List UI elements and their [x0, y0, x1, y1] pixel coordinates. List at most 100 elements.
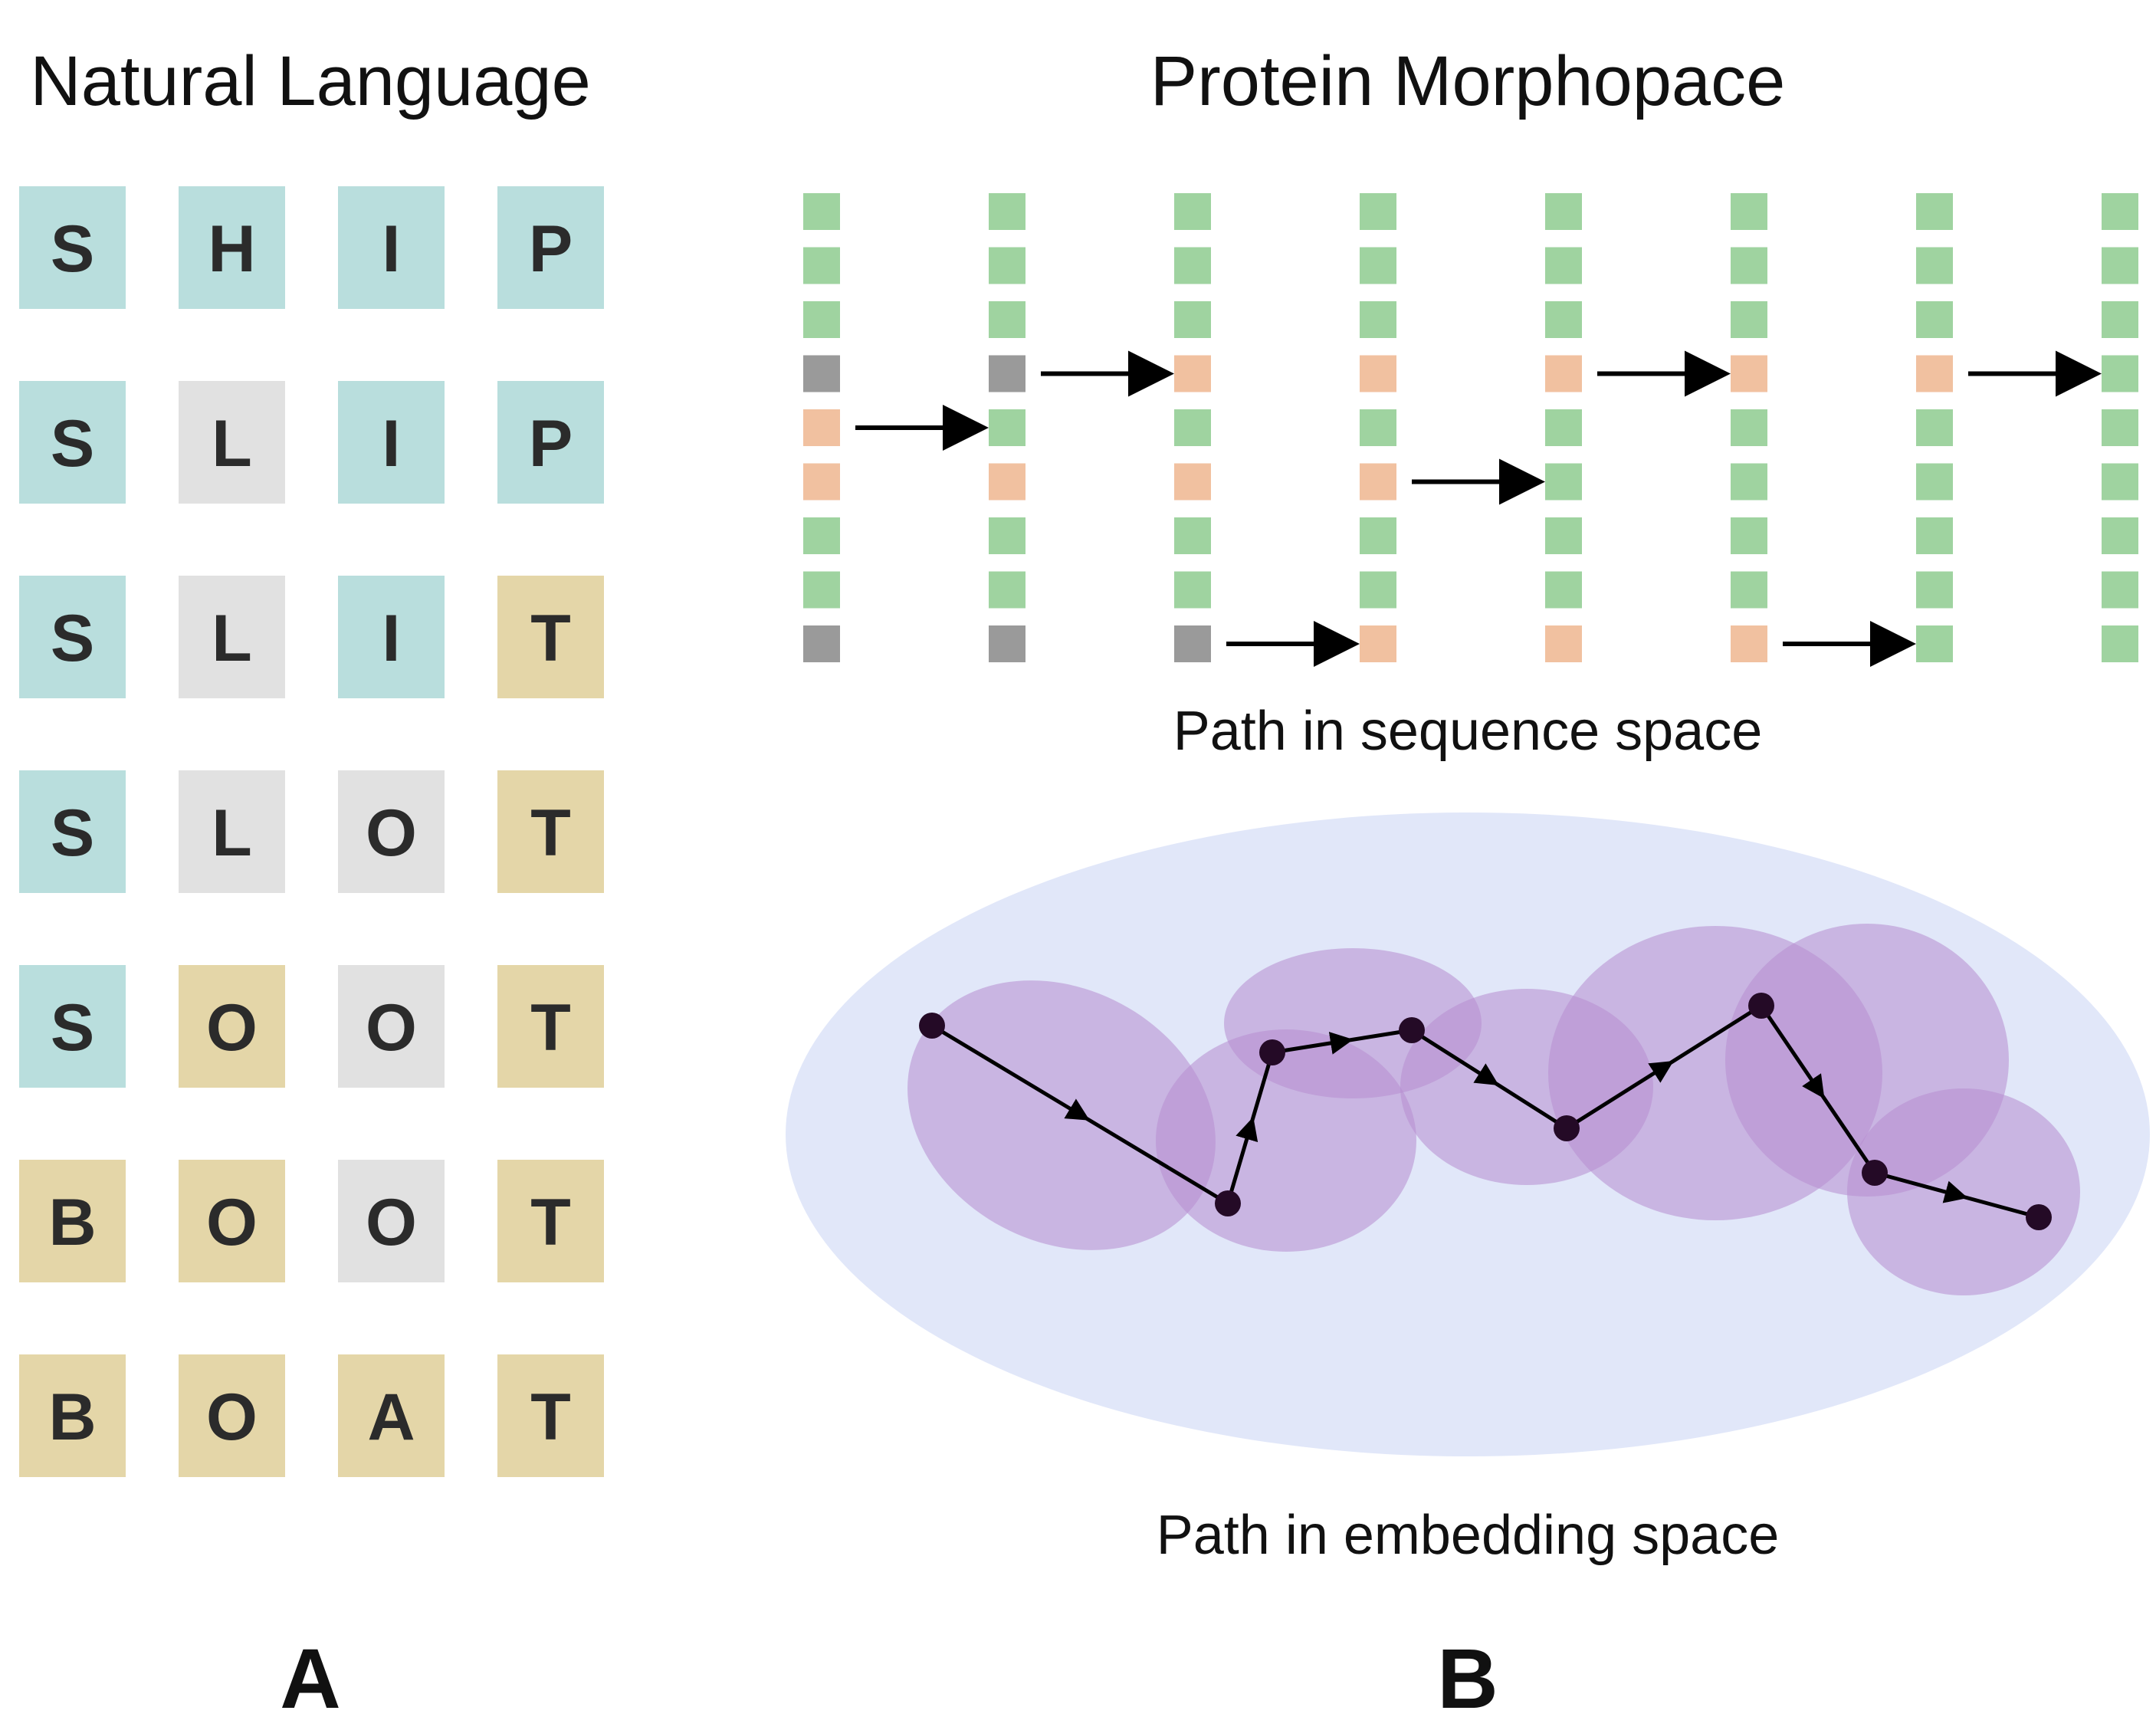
letter-cell-text: A — [367, 1380, 415, 1454]
embedding-path — [919, 993, 2052, 1230]
residue-square — [1916, 409, 1953, 446]
path-segment — [1565, 1003, 1763, 1131]
letter-cell-text: H — [208, 212, 255, 286]
residue-square — [1731, 355, 1767, 392]
panel-a-label: A — [280, 1632, 340, 1717]
letter-cell-text: P — [529, 407, 573, 481]
letter-cell: S — [19, 186, 126, 309]
letter-cell-text: O — [366, 1186, 417, 1259]
residue-square — [989, 517, 1025, 554]
letter-cell-text: P — [529, 212, 573, 286]
residue-square — [803, 571, 840, 609]
embedding-node — [1554, 1115, 1580, 1141]
residue-square — [989, 409, 1025, 446]
embedding-node — [1399, 1017, 1425, 1043]
letter-cell: L — [179, 381, 285, 504]
residue-square — [1731, 193, 1767, 230]
letter-cell-text: S — [51, 212, 94, 286]
letter-cell-bg — [19, 1354, 126, 1477]
residue-square — [803, 247, 840, 284]
letter-cell-bg — [19, 186, 126, 309]
residue-square — [1731, 625, 1767, 662]
residue-square — [1545, 571, 1582, 609]
letter-cell-bg — [179, 186, 285, 309]
residue-square — [2102, 625, 2138, 662]
embedding-node — [2026, 1204, 2052, 1230]
letter-cell: T — [497, 965, 604, 1088]
panel-b-label: B — [1437, 1632, 1498, 1717]
residue-square — [2102, 463, 2138, 501]
mutation-arrows — [855, 350, 2102, 667]
residue-square — [1731, 247, 1767, 284]
residue-square — [989, 247, 1025, 284]
letter-cell-bg — [19, 381, 126, 504]
letter-cell: H — [179, 186, 285, 309]
letter-cell-bg — [497, 770, 604, 893]
residue-square — [989, 571, 1025, 609]
letter-cell: A — [338, 1354, 445, 1477]
letter-cell: I — [338, 576, 445, 698]
letter-cell-bg — [179, 576, 285, 698]
residue-square — [1731, 517, 1767, 554]
letter-cell: S — [19, 965, 126, 1088]
panel-a-title: Natural Language — [30, 42, 590, 120]
letter-cell-bg — [338, 965, 445, 1088]
cluster-1 — [907, 980, 1216, 1250]
residue-square — [803, 517, 840, 554]
letter-cell-text: L — [212, 796, 252, 870]
residue-square — [989, 463, 1025, 501]
residue-square — [1731, 463, 1767, 501]
letter-cell: L — [179, 576, 285, 698]
residue-square — [1545, 301, 1582, 338]
letter-cell-bg — [338, 186, 445, 309]
residue-square — [989, 355, 1025, 392]
letter-cell-bg — [179, 1160, 285, 1282]
path-segment — [1226, 1052, 1275, 1204]
letter-cell: S — [19, 381, 126, 504]
residue-square — [803, 193, 840, 230]
letter-cell: L — [179, 770, 285, 893]
panel-b-title: Protein Morphopace — [1150, 42, 1786, 120]
residue-square — [803, 409, 840, 446]
residue-square — [803, 625, 840, 662]
letter-cell-text: I — [382, 602, 401, 675]
residue-square — [1174, 571, 1211, 609]
letter-cell: P — [497, 186, 604, 309]
letter-cell-text: S — [51, 796, 94, 870]
residue-square — [1731, 409, 1767, 446]
letter-cell-text: S — [51, 602, 94, 675]
letter-cell-text: S — [51, 991, 94, 1065]
embedding-node — [1215, 1190, 1241, 1216]
embedding-node — [1259, 1039, 1285, 1065]
letter-cell-bg — [19, 1160, 126, 1282]
letter-cell: I — [338, 186, 445, 309]
residue-square — [803, 355, 840, 392]
letter-cell: T — [497, 770, 604, 893]
residue-square — [1360, 463, 1396, 501]
letter-cell: S — [19, 770, 126, 893]
residue-square — [1174, 625, 1211, 662]
letter-cell-text: T — [530, 1380, 571, 1454]
letter-cell-text: O — [366, 991, 417, 1065]
sequence-space-grid — [803, 193, 2138, 662]
letter-cell: S — [19, 576, 126, 698]
letter-cell: P — [497, 381, 604, 504]
residue-square — [1916, 301, 1953, 338]
residue-square — [1731, 301, 1767, 338]
letter-cell-text: O — [206, 1186, 258, 1259]
residue-square — [1174, 247, 1211, 284]
cluster-7 — [1847, 1088, 2080, 1295]
residue-square — [1545, 409, 1582, 446]
residue-square — [1360, 193, 1396, 230]
residue-square — [989, 625, 1025, 662]
letter-cell-text: O — [206, 1380, 258, 1454]
embedding-node — [1748, 993, 1774, 1019]
path-segment — [1759, 1004, 1877, 1174]
residue-square — [1545, 463, 1582, 501]
letter-cell-text: I — [382, 407, 401, 481]
embedding-node — [1862, 1160, 1888, 1186]
residue-square — [1916, 625, 1953, 662]
path-segment — [1272, 1028, 1413, 1055]
letter-cell: B — [19, 1160, 126, 1282]
